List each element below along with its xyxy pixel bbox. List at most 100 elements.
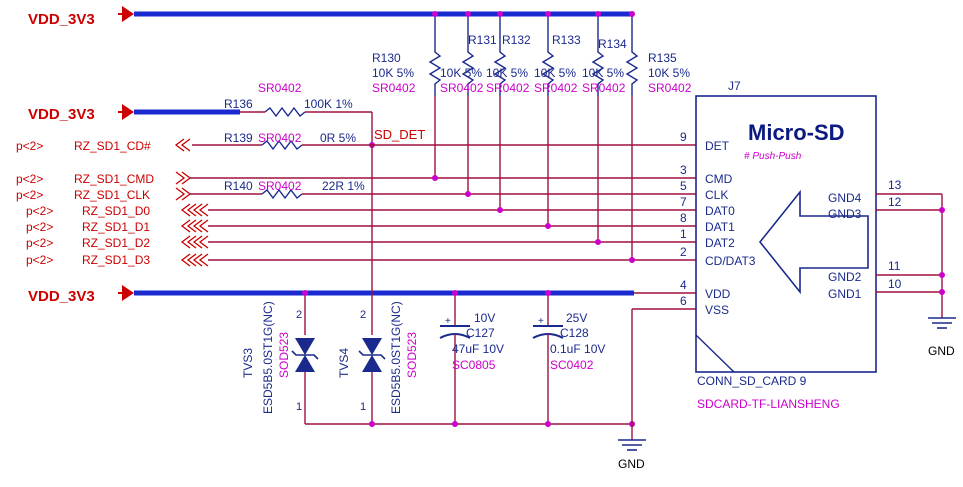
pin-vdd: VDD (705, 287, 731, 301)
r140-value: 22R 1% (322, 179, 365, 193)
port-rz-sd1-clk: RZ_SD1_CLK (74, 188, 150, 202)
r140-ref: R140 (224, 179, 253, 193)
port-rz-sd1-d2: RZ_SD1_D2 (82, 236, 150, 250)
vdd-3v3-label-top: VDD_3V3 (28, 11, 95, 28)
signal-ports: p<2> RZ_SD1_CD# p<2> RZ_SD1_CMD p<2> RZ_… (16, 138, 696, 267)
c128-value: 0.1uF 10V (550, 342, 605, 356)
pin-gnd4: GND4 (828, 191, 862, 205)
r130-package: SR0402 (372, 81, 416, 95)
svg-text:+: + (538, 316, 544, 327)
pin-gnd2: GND2 (828, 270, 862, 284)
series-resistors: SR0402 R136 100K 1% R139 SR0402 0R 5% R1… (224, 81, 425, 200)
svg-text:+: + (445, 316, 451, 327)
c127-package: SC0805 (452, 358, 496, 372)
c127-ref: C127 (466, 326, 495, 340)
port-prefix: p<2> (26, 204, 53, 218)
r136-ref: R136 (224, 97, 253, 111)
r135-value: 10K 5% (648, 66, 690, 80)
pin-num-6: 6 (680, 294, 687, 308)
c127-voltage: 10V (474, 311, 495, 325)
r131-ref: R131 (468, 33, 497, 47)
tvs3-package: SOD523 (277, 332, 291, 378)
tvs4-pin-bottom: 1 (360, 401, 366, 413)
port-prefix: p<2> (16, 188, 43, 202)
pin-gnd1: GND1 (828, 287, 862, 301)
r136-value: 100K 1% (304, 97, 353, 111)
connector-title: Micro-SD (748, 120, 845, 145)
bottom-ground-rail: GND (305, 308, 696, 471)
c128-package: SC0402 (550, 358, 594, 372)
capacitors: + 10V C127 47uF 10V SC0805 + 25V C128 0.… (439, 290, 605, 424)
tvs4-part: ESD5B5.0ST1G(NC) (389, 301, 403, 414)
pin-num-5: 5 (680, 179, 687, 193)
pin-num-11: 11 (888, 259, 901, 273)
port-prefix: p<2> (26, 220, 53, 234)
ground-symbol-icon (618, 439, 646, 451)
tvs4-ref: TVS4 (337, 348, 351, 378)
pin-num-10: 10 (888, 277, 902, 291)
r134-value: 10K 5% (582, 66, 624, 80)
c128-ref: C128 (560, 326, 589, 340)
connector-subtitle: # Push-Push (744, 151, 802, 162)
r136-package: SR0402 (258, 81, 302, 95)
tvs3-part: ESD5B5.0ST1G(NC) (261, 301, 275, 414)
r133-value: 10K 5% (534, 66, 576, 80)
ground-symbol-icon (928, 317, 956, 329)
pin-num-3: 3 (680, 163, 687, 177)
r131-package: SR0402 (440, 81, 484, 95)
connector-j7: J7 Micro-SD # Push-Push 9 DET 3 CMD 5 CL… (680, 79, 956, 411)
r133-ref: R133 (552, 33, 581, 47)
r139-ref: R139 (224, 131, 253, 145)
pin-num-4: 4 (680, 278, 687, 292)
pin-num-9: 9 (680, 130, 687, 144)
r140-package: SR0402 (258, 179, 302, 193)
r135-package: SR0402 (648, 81, 692, 95)
r139-package: SR0402 (258, 131, 302, 145)
port-rz-sd1-d3: RZ_SD1_D3 (82, 253, 150, 267)
connector-footprint: SDCARD-TF-LIANSHENG (697, 397, 840, 411)
port-rz-sd1-cd: RZ_SD1_CD# (74, 139, 151, 153)
r139-value: 0R 5% (320, 131, 356, 145)
pin-dat1: DAT1 (705, 220, 735, 234)
pin-det: DET (705, 139, 730, 153)
insertion-arrow-icon (758, 189, 869, 295)
port-prefix: p<2> (26, 253, 53, 267)
pin-num-12: 12 (888, 195, 902, 209)
vdd-3v3-label-bottom: VDD_3V3 (28, 288, 95, 305)
r134-package: SR0402 (582, 81, 626, 95)
gnd-label-bottom: GND (618, 457, 645, 471)
r132-package: SR0402 (486, 81, 530, 95)
port-prefix: p<2> (26, 236, 53, 250)
pin-vss: VSS (705, 303, 729, 317)
vdd-top: VDD_3V3 (28, 6, 634, 28)
vdd-mid: VDD_3V3 (28, 104, 240, 123)
tvs3-ref: TVS3 (241, 348, 255, 378)
pin-gnd3: GND3 (828, 207, 862, 221)
power-arrow-icon (122, 104, 134, 120)
pin-num-7: 7 (680, 195, 687, 209)
port-chevron-icons (174, 138, 209, 267)
power-arrow-icon (122, 285, 134, 301)
port-prefix: p<2> (16, 172, 43, 186)
tvs3-pin-top: 2 (296, 309, 302, 321)
vdd-bottom: VDD_3V3 (28, 285, 696, 305)
port-prefix: p<2> (16, 139, 43, 153)
r133-package: SR0402 (534, 81, 578, 95)
pin-num-2: 2 (680, 245, 687, 259)
pin-num-13: 13 (888, 178, 902, 192)
tvs3-pin-bottom: 1 (296, 401, 302, 413)
pin-num-1: 1 (680, 227, 687, 241)
port-rz-sd1-cmd: RZ_SD1_CMD (74, 172, 154, 186)
tvs4-pin-top: 2 (360, 309, 366, 321)
pin-cd-dat3: CD/DAT3 (705, 254, 756, 268)
pin-cmd: CMD (705, 172, 733, 186)
sd-det-net-label: SD_DET (374, 127, 425, 142)
connector-part: CONN_SD_CARD 9 (697, 374, 807, 388)
tvs4-package: SOD523 (405, 332, 419, 378)
port-rz-sd1-d1: RZ_SD1_D1 (82, 220, 150, 234)
pin-clk: CLK (705, 188, 728, 202)
power-arrow-icon (122, 6, 134, 22)
r134-ref: R134 (598, 37, 627, 51)
port-rz-sd1-d0: RZ_SD1_D0 (82, 204, 150, 218)
